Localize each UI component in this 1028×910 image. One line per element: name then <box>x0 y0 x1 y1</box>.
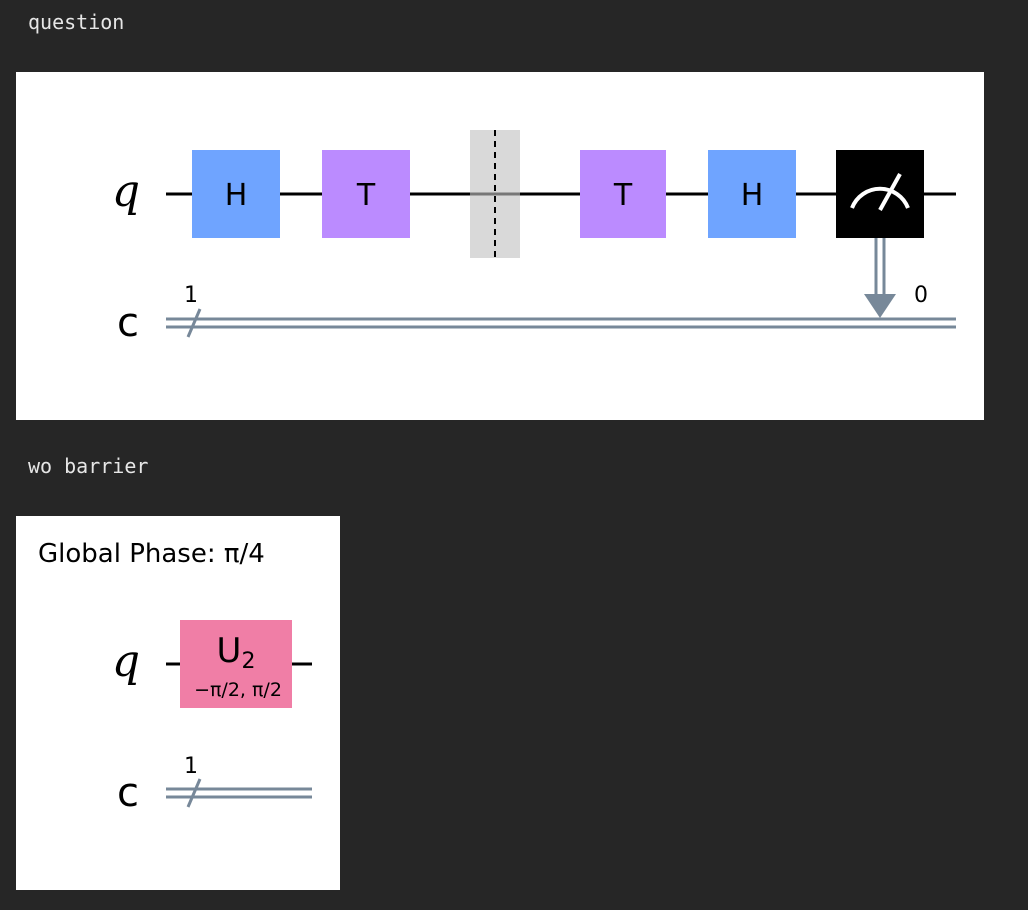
cell-label-question: question <box>28 10 125 34</box>
classical-width-label: 1 <box>184 283 198 308</box>
h-gate-1 <box>192 150 280 238</box>
u2-gate-label: U2 <box>217 631 256 674</box>
register-width-slash <box>186 308 202 338</box>
global-phase-label: Global Phase: π/4 <box>38 539 265 569</box>
h-gate-2 <box>708 150 796 238</box>
t-gate-1-label: T <box>356 178 376 213</box>
circuit-svg-question: 1 q c H T T H <box>112 130 956 346</box>
measure-gate <box>836 150 924 238</box>
t-gate-2 <box>580 150 666 238</box>
h-gate-1-label: H <box>225 178 248 213</box>
circuit-diagram-wo-barrier: Global Phase: π/4 q U2 −π/2, π/2 1 c <box>16 516 340 890</box>
classical-register-label: c <box>117 300 139 346</box>
circuit-svg-wo-barrier: Global Phase: π/4 q U2 −π/2, π/2 1 c <box>38 539 312 816</box>
circuit-diagram-question: 1 q c H T T H <box>16 72 984 420</box>
register-width-slash <box>186 778 202 808</box>
classical-register-label: c <box>117 770 139 816</box>
quantum-register-label: q <box>112 636 140 687</box>
meter-icon <box>850 186 910 209</box>
meter-needle-icon <box>878 173 902 211</box>
t-gate-1 <box>322 150 410 238</box>
quantum-register-label: q <box>112 166 140 217</box>
t-gate-2-label: T <box>613 178 633 213</box>
h-gate-2-label: H <box>741 178 764 213</box>
u2-gate-params: −π/2, π/2 <box>194 679 282 701</box>
measure-arrow-icon <box>864 294 896 318</box>
measure-target-bit: 0 <box>914 283 928 308</box>
classical-width-label: 1 <box>184 754 198 779</box>
cell-label-wo-barrier: wo barrier <box>28 454 149 478</box>
u2-gate <box>180 620 292 708</box>
